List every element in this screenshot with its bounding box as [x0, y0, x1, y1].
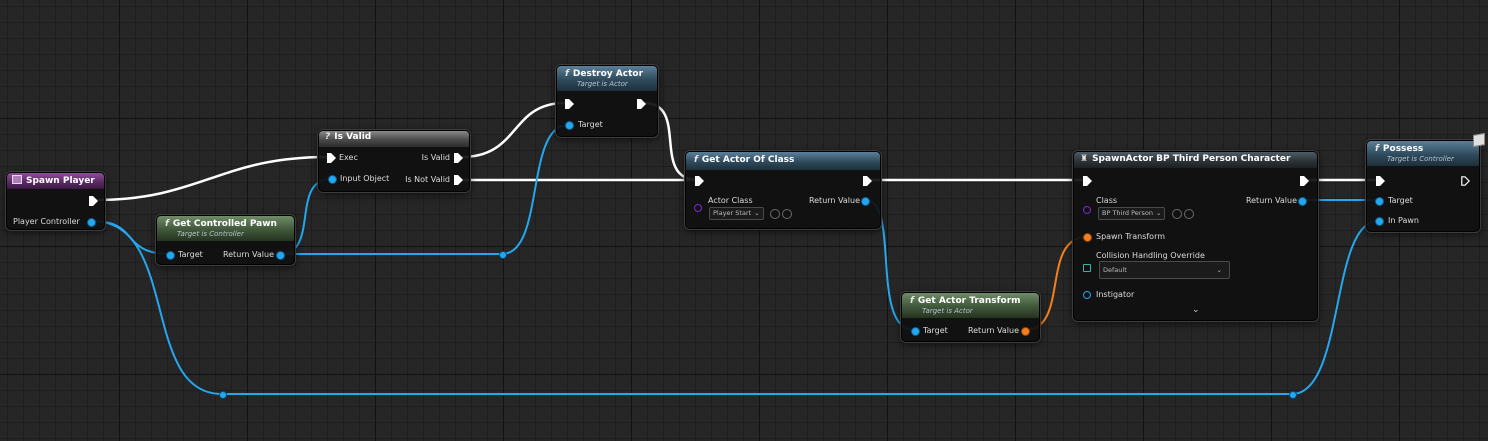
class-dropdown[interactable]: BP Third Person⌄ [1098, 207, 1166, 220]
spawn-icon: ♜ [1080, 154, 1089, 164]
exec-in-pin[interactable] [565, 99, 574, 109]
transform-return-pin[interactable] [1021, 327, 1030, 336]
pin-label: Actor Class [708, 196, 753, 205]
exec-out-pin[interactable] [637, 99, 646, 109]
return-pin[interactable] [276, 251, 285, 260]
exec-out-pin[interactable] [454, 175, 463, 185]
node-header: Spawn Player [7, 173, 104, 189]
pin-label: Return Value [1245, 196, 1297, 205]
class-pin[interactable] [1083, 206, 1091, 214]
exec-in-pin[interactable] [695, 176, 704, 186]
expand-arrow-icon[interactable]: ⌄ [1192, 305, 1200, 315]
pin-label: Target [923, 326, 948, 335]
exec-out-pin[interactable] [1300, 176, 1309, 186]
pin-label: Return Value [967, 326, 1019, 335]
actor-class-dropdown[interactable]: Player Start⌄ [709, 207, 764, 220]
network-icon [1473, 132, 1485, 148]
pin-label: Return Value [222, 250, 274, 259]
return-pin[interactable] [861, 197, 870, 206]
node-subtitle: Target is Actor [577, 80, 628, 88]
exec-in-pin[interactable] [1376, 176, 1385, 186]
node-header: ♜SpawnActor BP Third Person Character [1074, 152, 1317, 168]
exec-out-pin[interactable] [863, 176, 872, 186]
pin-label: Is Not Valid [405, 175, 450, 184]
exec-out-pin[interactable] [454, 153, 463, 163]
exec-out-pin[interactable] [1461, 176, 1470, 186]
node-title: ?Is Valid [325, 132, 372, 142]
pin-label: Target [178, 250, 203, 259]
node-is-valid[interactable]: ?Is Valid Exec Is Valid Input Object Is … [318, 130, 470, 192]
object-pin[interactable] [87, 218, 96, 227]
collision-pin[interactable] [1083, 264, 1091, 272]
node-title: Spawn Player [12, 175, 95, 186]
instigator-pin[interactable] [1083, 291, 1091, 299]
return-pin[interactable] [1298, 197, 1307, 206]
node-spawn-player[interactable]: Spawn Player Player Controller [6, 172, 105, 230]
reroute-knot[interactable] [1289, 391, 1297, 399]
pin-label: Player Controller [13, 217, 80, 226]
pin-label: In Pawn [1388, 216, 1419, 225]
node-subtitle: Target is Controller [177, 230, 244, 238]
collision-dropdown[interactable]: Default⌄ [1099, 261, 1230, 279]
in-pawn-pin[interactable] [1375, 217, 1384, 226]
function-icon: f [565, 69, 569, 79]
pin-label: Return Value [808, 196, 860, 205]
function-icon: f [165, 219, 169, 229]
pin-label: Target [1388, 196, 1413, 205]
pin-label: Class [1096, 196, 1118, 205]
target-pin[interactable] [166, 251, 175, 260]
object-wire [280, 124, 569, 255]
pin-label: Spawn Transform [1096, 232, 1166, 241]
node-header: ?Is Valid [319, 131, 469, 147]
function-icon: f [910, 296, 914, 306]
exec-wire [461, 101, 566, 159]
function-icon: f [1375, 144, 1379, 154]
reroute-knot[interactable] [219, 391, 227, 399]
pin-label: Exec [339, 153, 358, 162]
function-icon: f [694, 155, 698, 165]
input-object-pin[interactable] [328, 175, 337, 184]
question-icon: ? [325, 132, 331, 142]
pin-label: Is Valid [421, 153, 450, 162]
target-pin[interactable] [911, 327, 920, 336]
pin-label: Instigator [1096, 290, 1135, 299]
node-subtitle: Target is Actor [922, 307, 973, 315]
browse-icon[interactable] [1172, 209, 1182, 219]
exec-in-pin[interactable] [1083, 176, 1092, 186]
node-spawn-actor[interactable]: ♜SpawnActor BP Third Person Character Cl… [1073, 151, 1318, 321]
pin-label: Input Object [340, 174, 390, 183]
event-icon [12, 175, 22, 184]
search-icon[interactable] [1184, 209, 1194, 219]
exec-out-pin[interactable] [89, 196, 98, 206]
search-icon[interactable] [782, 209, 792, 219]
reroute-knot[interactable] [499, 251, 507, 259]
browse-icon[interactable] [770, 209, 780, 219]
node-subtitle: Target is Controller [1387, 155, 1454, 163]
node-title: ♜SpawnActor BP Third Person Character [1080, 154, 1291, 164]
exec-wire [95, 155, 328, 202]
target-pin[interactable] [565, 121, 574, 130]
pin-label: Target [578, 120, 603, 129]
class-pin[interactable] [694, 204, 702, 212]
pin-label: Collision Handling Override [1096, 251, 1205, 260]
target-pin[interactable] [1375, 197, 1384, 206]
spawn-transform-pin[interactable] [1083, 233, 1092, 242]
exec-in-pin[interactable] [327, 153, 336, 163]
